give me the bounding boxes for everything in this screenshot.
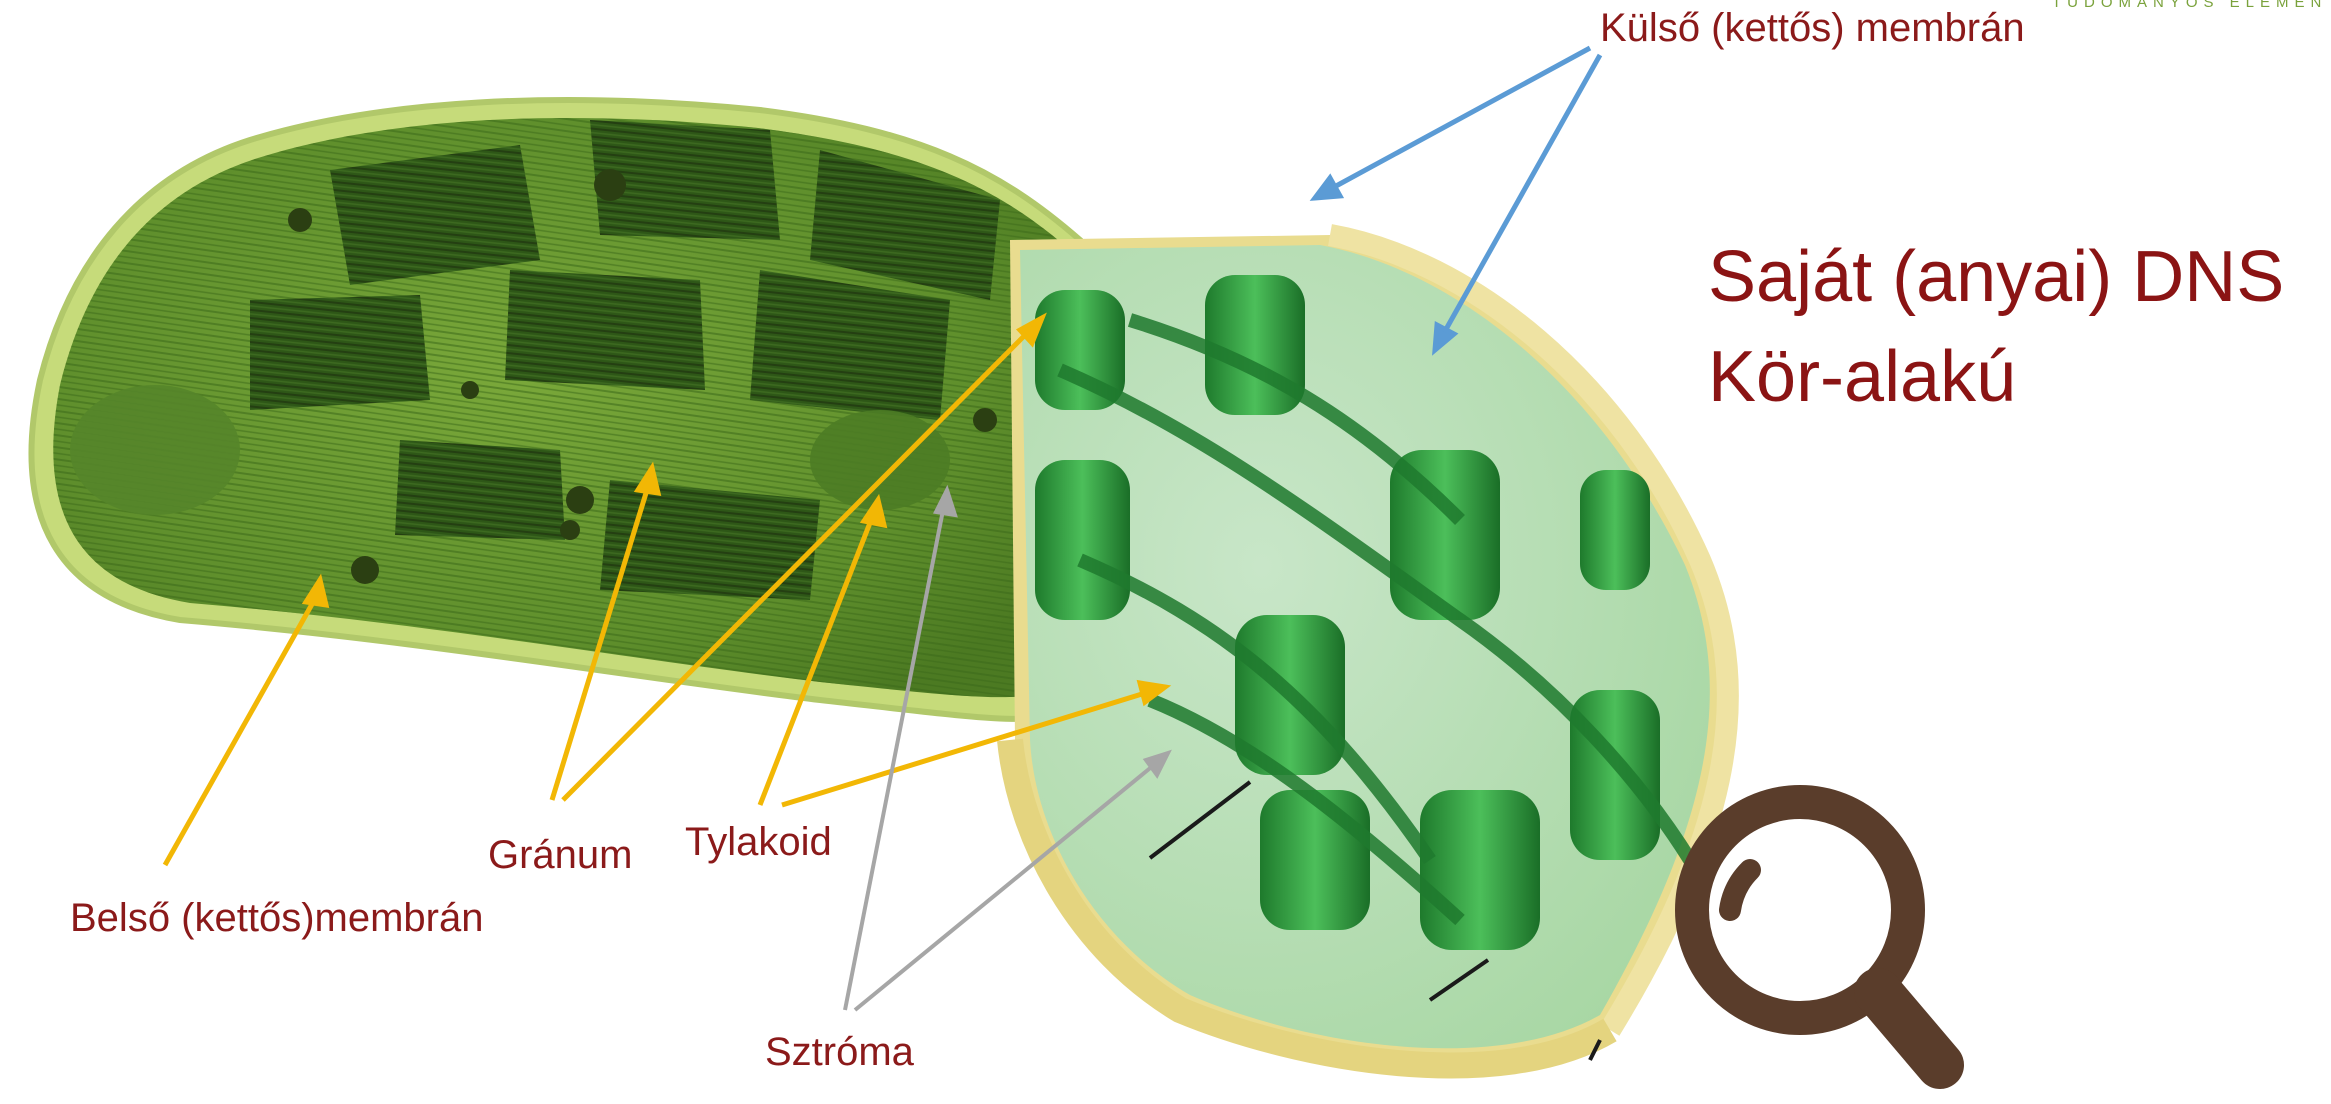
micrograph-chloroplast (31, 100, 1080, 719)
label-outer-membrane: Külső (kettős) membrán (1600, 8, 2025, 48)
label-stroma: Sztróma (765, 1032, 914, 1072)
cutaway-model (1010, 235, 1728, 1065)
label-inner-membrane: Belső (kettős)membrán (70, 898, 483, 938)
brand-watermark: TUDOMÁNYOS ELEMENTRÓZS (2052, 0, 2331, 11)
note-own-dna: Saját (anyai) DNS (1708, 236, 2284, 319)
note-circular: Kör-alakú (1708, 336, 2016, 419)
label-thylakoid: Tylakoid (685, 822, 832, 862)
magnifier-icon[interactable] (1640, 770, 1970, 1100)
label-granum: Gránum (488, 835, 633, 875)
